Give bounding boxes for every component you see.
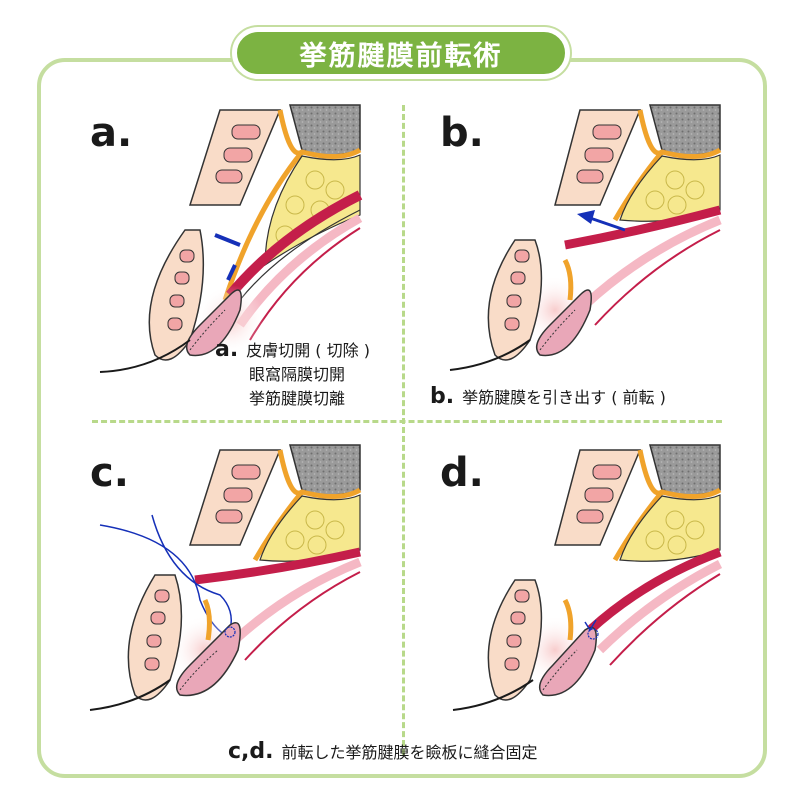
panel-b: b. b. 挙筋腱膜を引き出す ( 前転 ) — [405, 100, 765, 430]
panel-a: a. a. 皮膚切開 ( 切除 ) 眼窩隔膜切開 挙筋腱膜切離 — [40, 100, 400, 430]
panel-a-caption-line-1: 皮膚切開 ( 切除 ) — [246, 341, 370, 360]
eyelid-illustration-c — [89, 444, 362, 711]
panel-a-caption-prefix: a. — [215, 337, 239, 362]
bottom-caption-prefix: c,d. — [228, 739, 274, 764]
title-text: 挙筋腱膜前転術 — [299, 40, 503, 72]
eyelid-illustration-b — [449, 104, 722, 371]
eyelid-illustration-a — [99, 104, 363, 373]
panel-c: c. — [40, 440, 400, 770]
panel-b-caption-prefix: b. — [430, 384, 455, 409]
horizontal-divider — [92, 420, 722, 423]
eyelid-illustration-d — [452, 444, 723, 711]
panel-b-caption-line-1: 挙筋腱膜を引き出す ( 前転 ) — [462, 388, 666, 407]
bottom-caption: c,d. 前転した挙筋腱膜を瞼板に縫合固定 — [228, 740, 538, 765]
panel-a-label: a. — [90, 110, 133, 156]
panel-b-label: b. — [440, 110, 484, 156]
panel-d-label: d. — [440, 450, 484, 496]
vertical-divider — [402, 105, 405, 755]
panel-a-caption-line-2: 眼窩隔膜切開 — [249, 365, 346, 384]
bottom-caption-text: 前転した挙筋腱膜を瞼板に縫合固定 — [281, 743, 538, 762]
page-title: 挙筋腱膜前転術 — [232, 27, 570, 79]
panel-a-caption: a. 皮膚切開 ( 切除 ) 眼窩隔膜切開 挙筋腱膜切離 — [215, 338, 370, 411]
panel-b-caption: b. 挙筋腱膜を引き出す ( 前転 ) — [430, 385, 666, 410]
panel-a-caption-line-3: 挙筋腱膜切離 — [249, 389, 346, 408]
panel-d: d. — [405, 440, 765, 770]
panel-c-label: c. — [90, 450, 129, 496]
